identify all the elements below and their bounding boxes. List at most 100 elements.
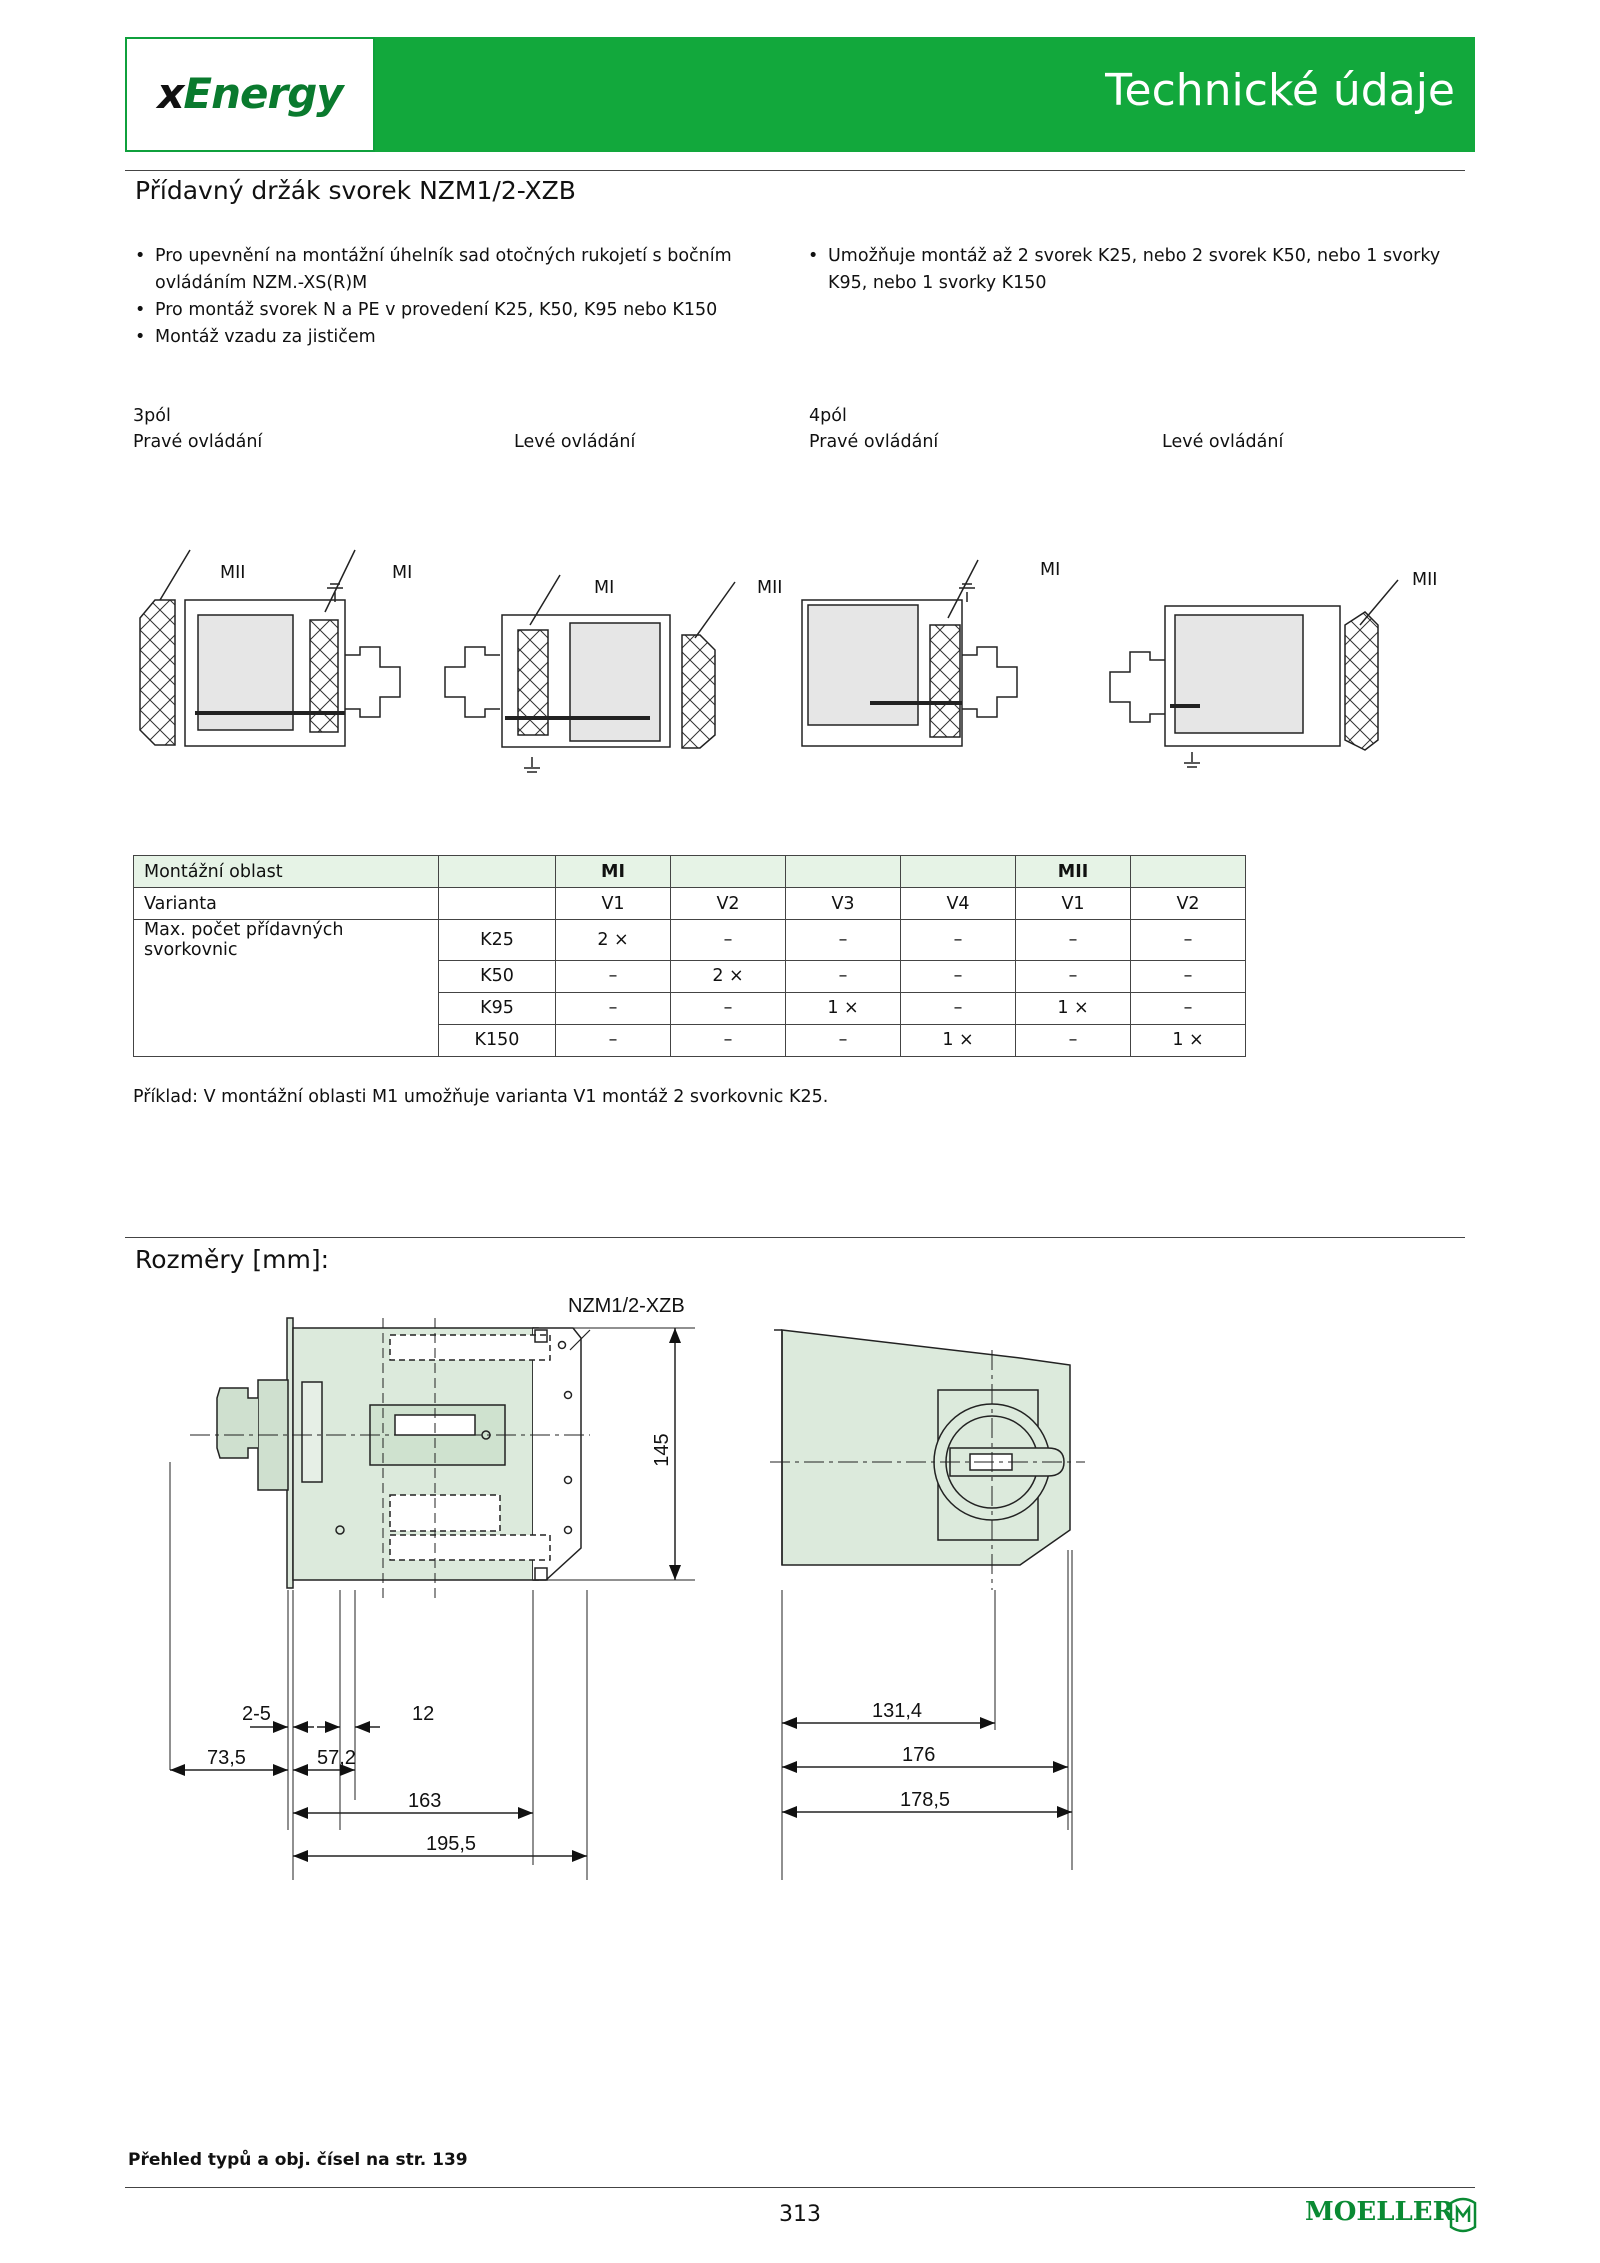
table-cell: [1130, 855, 1246, 888]
table-cell: –: [670, 919, 786, 961]
dim-176: 176: [902, 1744, 935, 1766]
table-cell: –: [555, 1023, 671, 1057]
table-row: K150 – – – 1 × – 1 ×: [133, 1023, 1246, 1057]
side-view: [169, 1317, 695, 1880]
section-rule: [125, 1237, 1465, 1238]
terminal-name: K95: [438, 991, 556, 1025]
empty-cell: [133, 960, 439, 992]
table-cell: V3: [785, 887, 901, 920]
header-band: Technické údaje: [375, 37, 1475, 152]
terminal-name: K150: [438, 1023, 556, 1057]
label-mi: MI: [1040, 560, 1061, 580]
table-cell: –: [1130, 919, 1246, 961]
dimension-drawings: NZM1/2-XZB 145 2-5 12 73,5 57,2 163 195,…: [169, 1295, 1085, 1880]
left-op-label-4pol: Levé ovládání: [1162, 432, 1284, 452]
right-op-label-3pol: Pravé ovládání: [133, 432, 263, 452]
table-row: Varianta V1 V2 V3 V4 V1 V2: [133, 887, 1246, 920]
bullet-item: Pro upevnění na montážní úhelník sad oto…: [135, 243, 795, 297]
page-number: 313: [779, 2202, 821, 2227]
schematic-4pol-right: [801, 559, 1018, 747]
bullet-list-right: Umožňuje montáž až 2 svorek K25, nebo 2 …: [808, 243, 1458, 297]
table-cell: 2 ×: [555, 919, 671, 961]
label-mi: MI: [594, 578, 615, 598]
table-cell: 1 ×: [1130, 1023, 1246, 1057]
table-cell: [785, 855, 901, 888]
table-cell: –: [900, 919, 1016, 961]
table-cell: –: [1130, 959, 1246, 993]
table-cell: 2 ×: [670, 959, 786, 993]
mounting-table: Montážní oblast MI MII Varianta V1 V2 V3…: [133, 855, 1246, 1057]
bullet-item: Umožňuje montáž až 2 svorek K25, nebo 2 …: [808, 243, 1458, 297]
schematic-4pol-left: [1109, 579, 1399, 768]
footer-rule: [125, 2187, 1475, 2188]
dim-131-4: 131,4: [872, 1700, 922, 1722]
dim-178-5: 178,5: [900, 1789, 950, 1811]
logo-word: Energy: [183, 69, 343, 118]
logo: xEnergy: [125, 37, 375, 152]
table-cell: 1 ×: [1015, 991, 1131, 1025]
mounting-schematics: [139, 549, 1399, 773]
terminal-name: K50: [438, 959, 556, 993]
empty-cell: [438, 855, 556, 888]
empty-cell: [133, 992, 439, 1024]
brand-logo: MOELLER: [1305, 2197, 1455, 2227]
dim-145: 145: [651, 1433, 673, 1466]
table-cell: V1: [1015, 887, 1131, 920]
brand-mark-icon: [1449, 2197, 1477, 2233]
dim-57-2: 57,2: [317, 1747, 356, 1769]
empty-cell: [438, 887, 556, 920]
table-cell: –: [900, 991, 1016, 1025]
table-cell: V2: [1130, 887, 1246, 920]
table-cell: –: [555, 959, 671, 993]
bullet-list-left: Pro upevnění na montážní úhelník sad oto…: [135, 243, 795, 351]
dim-163: 163: [408, 1790, 441, 1812]
table-cell: –: [670, 991, 786, 1025]
bullet-item: Montáž vzadu za jističem: [135, 324, 795, 351]
table-cell: –: [785, 959, 901, 993]
table-cell: –: [785, 919, 901, 961]
section-title: Přídavný držák svorek NZM1/2-XZB: [135, 176, 576, 205]
label-mii: MII: [220, 563, 246, 583]
table-cell: V1: [555, 887, 671, 920]
terminal-name: K25: [438, 919, 556, 961]
table-cell: –: [785, 1023, 901, 1057]
left-op-label-3pol: Levé ovládání: [514, 432, 636, 452]
part-label: NZM1/2-XZB: [568, 1295, 685, 1317]
dim-195-5: 195,5: [426, 1833, 476, 1855]
page-title: Technické údaje: [1105, 65, 1455, 116]
table-row: Max. počet přídavných svorkovnic K25 2 ×…: [133, 919, 1246, 961]
dim-12: 12: [412, 1703, 434, 1725]
table-cell: 1 ×: [900, 1023, 1016, 1057]
table-cell: V4: [900, 887, 1016, 920]
row-label: Varianta: [133, 887, 439, 920]
label-mii: MII: [1412, 570, 1438, 590]
dimensions-title: Rozměry [mm]:: [135, 1245, 330, 1274]
table-cell: [900, 855, 1016, 888]
dim-2-5: 2-5: [242, 1703, 271, 1725]
header-rule: [125, 170, 1465, 171]
logo-prefix: x: [157, 69, 184, 118]
label-mi: MI: [392, 563, 413, 583]
label-mii: MII: [757, 578, 783, 598]
schematic-3pol-left: [444, 574, 736, 773]
right-op-label-4pol: Pravé ovládání: [809, 432, 939, 452]
row-label: Max. počet přídavných svorkovnic: [133, 919, 439, 960]
logo-text: xEnergy: [127, 69, 373, 118]
table-row: Montážní oblast MI MII: [133, 855, 1246, 888]
table-cell: 1 ×: [785, 991, 901, 1025]
table-row: K50 – 2 × – – – –: [133, 959, 1246, 993]
schematic-3pol-right: [139, 549, 401, 747]
group-4pol-label: 4pól: [809, 406, 847, 426]
table-cell: MI: [555, 855, 671, 888]
table-cell: –: [1015, 959, 1131, 993]
table-cell: V2: [670, 887, 786, 920]
table-cell: [670, 855, 786, 888]
table-cell: –: [1015, 1023, 1131, 1057]
row-label: Montážní oblast: [133, 855, 439, 888]
dim-73-5: 73,5: [207, 1747, 246, 1769]
table-cell: –: [555, 991, 671, 1025]
footer-reference: Přehled typů a obj. čísel na str. 139: [128, 2150, 468, 2170]
example-note: Příklad: V montážní oblasti M1 umožňuje …: [133, 1087, 829, 1107]
table-cell: –: [900, 959, 1016, 993]
empty-cell: [133, 1024, 439, 1057]
